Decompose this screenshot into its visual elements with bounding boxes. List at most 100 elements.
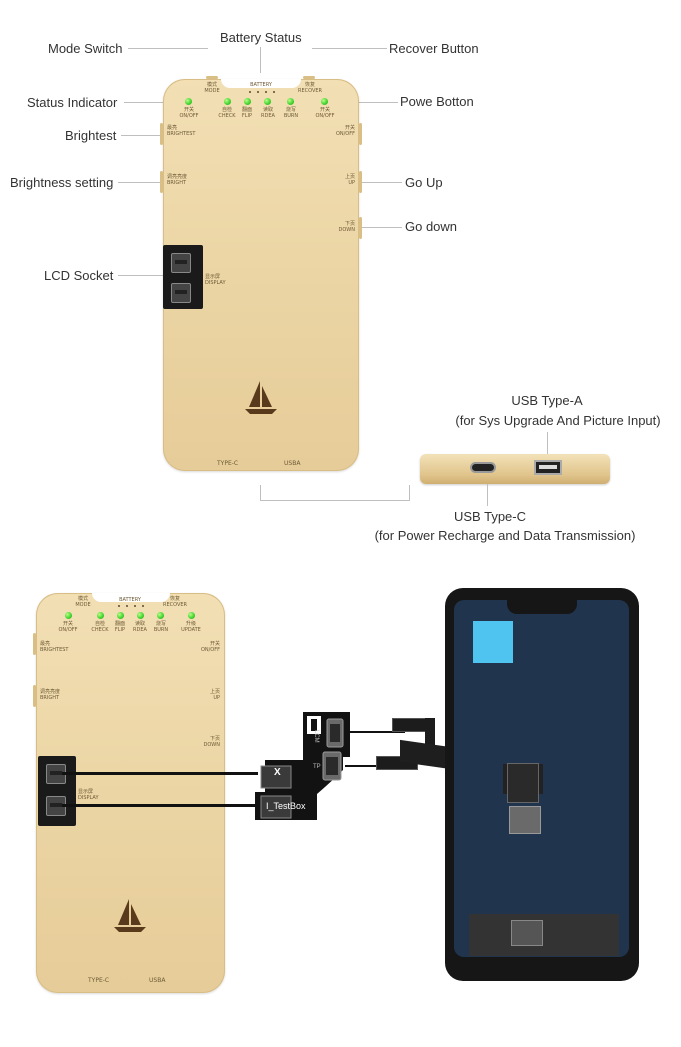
x-label: X [274, 767, 281, 778]
leader-line [128, 48, 208, 49]
mode-switch-button[interactable] [206, 76, 218, 79]
usb-c-port[interactable] [470, 462, 496, 473]
battery-label: BATTERY [119, 597, 141, 603]
callout-brightest: Brightest [65, 128, 117, 143]
testbox-label: I_TestBox [266, 801, 306, 811]
status-led [65, 612, 72, 619]
leader-line [118, 275, 163, 276]
cable-line [62, 804, 258, 807]
cable-line [345, 765, 385, 767]
socket-connector [171, 283, 191, 303]
typec-label: TYPE-C [88, 977, 110, 984]
adapter-board [255, 712, 350, 820]
bottom-pcb-connector [511, 920, 543, 946]
lcd-port-label: LCM [313, 730, 319, 743]
status-led [224, 98, 231, 105]
lcd-screen [445, 588, 639, 981]
status-led [137, 612, 144, 619]
go-down-button[interactable] [359, 217, 362, 239]
brightest-button[interactable] [160, 123, 163, 145]
leader-line [326, 102, 398, 103]
onoff-side-button[interactable] [359, 123, 362, 145]
status-led [185, 98, 192, 105]
status-led [188, 612, 195, 619]
status-led [321, 98, 328, 105]
usb-c-desc: (for Power Recharge and Data Transmissio… [374, 528, 636, 543]
leader-line [547, 432, 548, 454]
bracket-line [409, 485, 410, 501]
protective-sticker [473, 621, 513, 663]
usb-a-port[interactable] [534, 460, 562, 475]
callout-status-indicator: Status Indicator [27, 95, 118, 110]
callout-power-button: Powe Botton [400, 94, 474, 109]
usba-label: USBA [149, 977, 166, 984]
battery-dot [142, 605, 144, 607]
battery-dot [257, 91, 259, 93]
leader-line [358, 182, 402, 183]
battery-dot [265, 91, 267, 93]
lcd-socket[interactable] [163, 245, 203, 309]
leader-line [121, 135, 163, 136]
callout-lcd-socket: LCD Socket [44, 268, 114, 283]
battery-dot [249, 91, 251, 93]
tp-port-label: TP [313, 764, 321, 770]
device-notch [221, 79, 301, 88]
status-led [97, 612, 104, 619]
boat-logo-icon [114, 899, 146, 932]
usb-c-title: USB Type-C [453, 509, 526, 524]
battery-dot [126, 605, 128, 607]
leader-line [118, 182, 163, 183]
brightness-button[interactable] [33, 685, 36, 707]
callout-brightness-setting: Brightness setting [10, 175, 114, 190]
recover-button[interactable] [303, 76, 315, 79]
brightest-button[interactable] [33, 633, 36, 655]
socket-connector [171, 253, 191, 273]
device-edge-view [420, 454, 610, 484]
flex-connector [509, 806, 541, 834]
battery-label: BATTERY [250, 82, 272, 88]
cable-line [345, 731, 405, 733]
status-led [157, 612, 164, 619]
battery-dot [273, 91, 275, 93]
lcd-socket[interactable] [38, 756, 76, 826]
usb-a-desc: (for Sys Upgrade And Picture Input) [455, 413, 661, 428]
flex-connector [507, 763, 539, 803]
status-led [244, 98, 251, 105]
status-led [287, 98, 294, 105]
leader-line [358, 227, 402, 228]
status-led [117, 612, 124, 619]
boat-logo-icon [245, 381, 277, 414]
lcd-notch-area [507, 594, 577, 614]
brightness-button[interactable] [160, 171, 163, 193]
go-up-button[interactable] [359, 171, 362, 193]
battery-dot [118, 605, 120, 607]
bracket-line [260, 500, 410, 501]
